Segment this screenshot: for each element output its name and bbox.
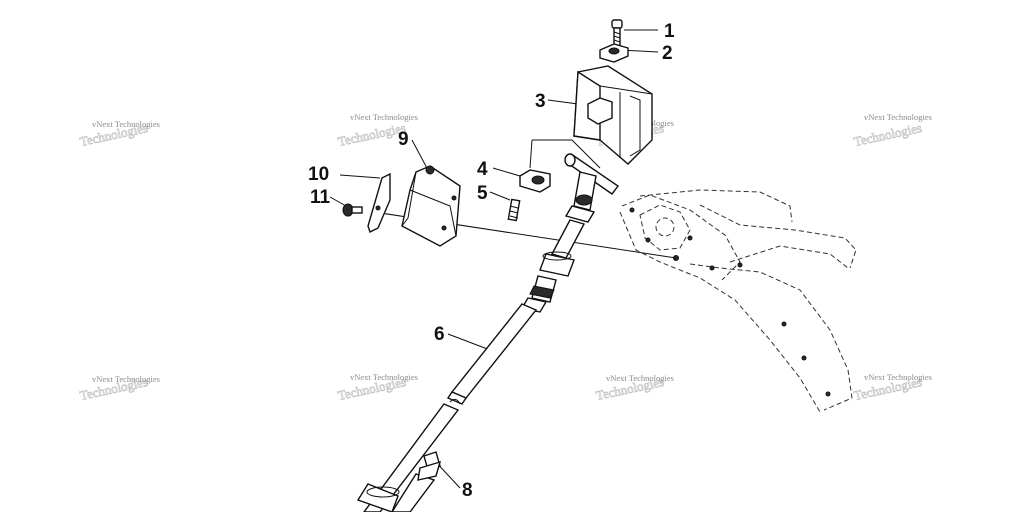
- watermark-1: Technologies vNext Technologies: [78, 119, 160, 149]
- watermark-text: vNext Technologies: [350, 372, 418, 382]
- callout-labels: 1 2 3 4 5 6 8 9 10 11: [308, 21, 675, 501]
- part-9-cover: [401, 165, 461, 247]
- watermark-8: Technologies vNext Technologies: [852, 372, 932, 403]
- watermark-6: Technologies vNext Technologies: [336, 372, 418, 403]
- part-1-cap-screw: [611, 19, 623, 47]
- part-6-steering-shaft: [363, 303, 538, 512]
- callout-8: 8: [462, 480, 473, 501]
- watermark-text: vNext Technologies: [92, 374, 160, 384]
- callout-11: 11: [310, 187, 331, 208]
- part-2-clamp: [599, 43, 629, 63]
- watermark-text: vNext Technologies: [864, 372, 932, 382]
- watermark-logo: Technologies: [852, 120, 923, 149]
- watermark-logo: Technologies: [336, 120, 407, 149]
- callout-3: 3: [535, 91, 546, 112]
- chassis-frame: [619, 189, 857, 413]
- callout-2: 2: [662, 43, 673, 64]
- part-4-clamp-half: [519, 169, 551, 193]
- watermark-text: vNext Technologies: [864, 112, 932, 122]
- watermark-text: vNext Technologies: [350, 112, 418, 122]
- watermark-text: vNext Technologies: [606, 373, 674, 383]
- watermark-7: Technologies vNext Technologies: [594, 373, 674, 403]
- part-10-plate: [367, 172, 391, 233]
- watermark-5: Technologies vNext Technologies: [78, 374, 160, 404]
- callout-9: 9: [398, 129, 409, 150]
- watermark-text: vNext Technologies: [92, 119, 160, 129]
- callout-10: 10: [308, 164, 329, 185]
- steering-column-upper: [539, 153, 619, 277]
- part-3-bracket: [573, 65, 653, 165]
- part-5-bolt: [507, 198, 521, 222]
- watermark-4: Technologies vNext Technologies: [852, 112, 932, 149]
- part-11-screw: [342, 203, 363, 217]
- callout-5: 5: [477, 183, 488, 204]
- callout-1: 1: [664, 21, 675, 42]
- callout-4: 4: [477, 159, 488, 180]
- universal-joint: [520, 275, 557, 313]
- part-8-fitting: [417, 451, 442, 481]
- callout-6: 6: [434, 324, 445, 345]
